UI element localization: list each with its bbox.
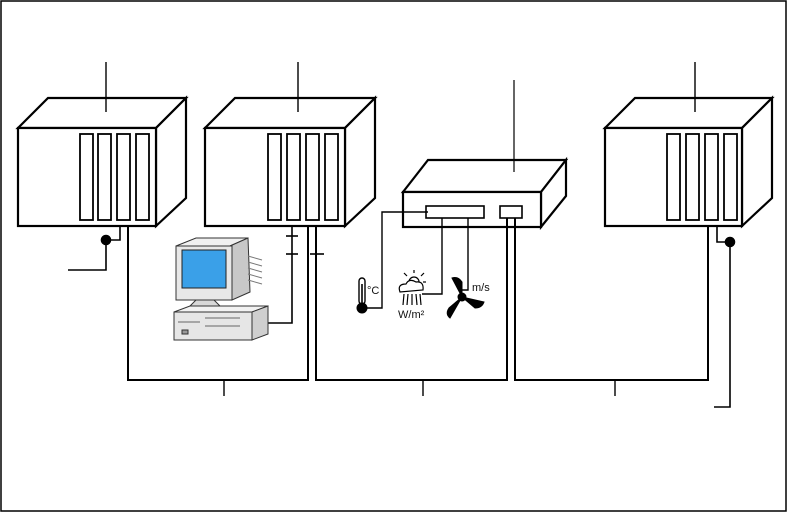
wind-unit: m/s	[472, 282, 490, 294]
sensor-input-port	[426, 206, 484, 218]
temperature-unit: °C	[367, 285, 379, 297]
network-port	[500, 206, 522, 218]
monitor-screen	[182, 250, 226, 288]
radiation-unit: W/m²	[398, 309, 425, 321]
thermometer-icon	[357, 278, 367, 313]
